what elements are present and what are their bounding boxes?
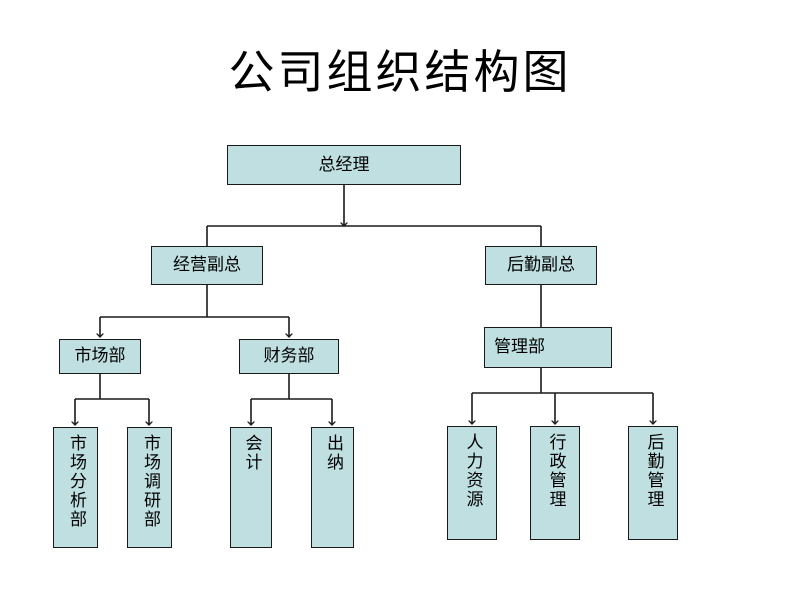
node-label-general-manager: 总经理	[318, 154, 370, 175]
node-vp-logistics[interactable]: 后勤副总	[485, 246, 597, 285]
node-finance-dept[interactable]: 财务部	[239, 339, 339, 374]
node-label-management-dept: 管理部	[494, 337, 545, 358]
node-label-logistics-management: 后勤管理	[643, 433, 664, 509]
node-human-resources[interactable]: 人力资源	[447, 426, 497, 540]
page-title: 公司组织结构图	[228, 45, 572, 99]
node-label-market-analysis: 市场分析部	[66, 434, 86, 529]
node-admin-management[interactable]: 行政管理	[530, 426, 580, 540]
node-vp-operations[interactable]: 经营副总	[151, 246, 263, 285]
node-label-marketing-dept: 市场部	[74, 346, 126, 367]
node-label-vp-logistics: 后勤副总	[507, 255, 575, 276]
node-label-cashier: 出纳	[323, 434, 343, 472]
node-label-finance-dept: 财务部	[263, 346, 315, 367]
node-cashier[interactable]: 出纳	[311, 427, 354, 548]
node-label-human-resources: 人力资源	[462, 433, 483, 509]
node-marketing-dept[interactable]: 市场部	[59, 339, 141, 374]
node-market-research[interactable]: 市场调研部	[127, 427, 172, 548]
node-accounting[interactable]: 会计	[230, 427, 272, 548]
node-label-admin-management: 行政管理	[545, 433, 566, 509]
node-market-analysis[interactable]: 市场分析部	[53, 427, 98, 548]
node-label-market-research: 市场调研部	[140, 434, 160, 529]
node-general-manager[interactable]: 总经理	[227, 145, 461, 185]
node-management-dept[interactable]: 管理部	[484, 327, 612, 368]
node-label-accounting: 会计	[241, 434, 262, 472]
node-logistics-management[interactable]: 后勤管理	[628, 426, 678, 540]
node-label-vp-operations: 经营副总	[173, 255, 241, 276]
